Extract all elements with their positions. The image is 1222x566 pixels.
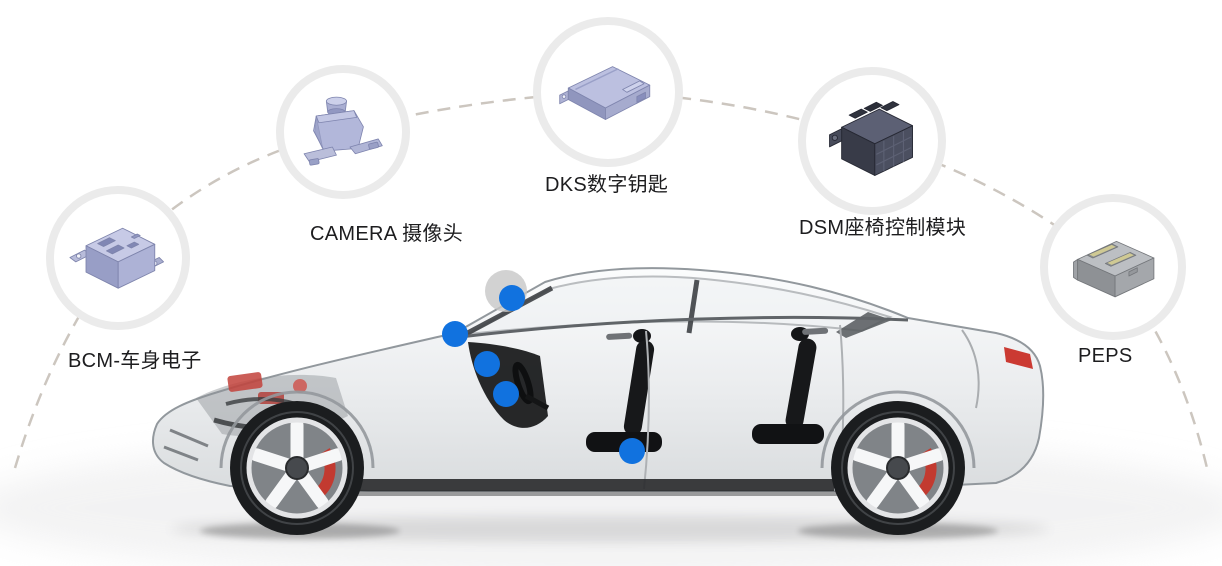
ecu-module-icon	[69, 227, 164, 289]
bcm-module-circle	[46, 186, 190, 330]
peps-label: PEPS	[1078, 345, 1133, 367]
dsm-label: DSM座椅控制模块	[799, 217, 967, 239]
location-dot-dashboard	[474, 351, 500, 377]
door-seam-front	[643, 330, 650, 490]
camera-label: CAMERA 摄像头	[310, 223, 464, 245]
front-wheel-arch	[219, 390, 375, 469]
digital-key-module-icon	[559, 66, 651, 121]
transparent-car	[151, 267, 1045, 535]
peps-module-icon	[1073, 240, 1155, 298]
seat-control-module-icon	[829, 101, 914, 177]
location-dot-roof	[499, 285, 525, 311]
location-dot-seat	[619, 438, 645, 464]
underbody	[338, 491, 868, 496]
peps-module-circle	[1040, 194, 1186, 340]
dks-label: DKS数字钥匙	[545, 174, 669, 196]
tail-light	[1004, 347, 1033, 369]
rear-wheel	[831, 401, 965, 535]
camera-module-circle	[276, 65, 410, 199]
location-dot-steering	[493, 381, 519, 407]
trunk-seam	[961, 329, 980, 409]
b-pillar	[686, 279, 700, 334]
camera-module-icon	[303, 96, 383, 166]
location-markers	[442, 270, 645, 464]
door-handle-front	[606, 332, 633, 340]
door-handle-rear	[802, 327, 829, 335]
rear-wheel-arch	[820, 390, 976, 469]
dsm-module-circle	[798, 67, 946, 215]
front-wheel	[230, 401, 364, 535]
location-dot-a-pillar	[442, 321, 468, 347]
beltline	[459, 315, 909, 339]
a-pillar	[460, 285, 554, 339]
bcm-label: BCM-车身电子	[68, 350, 202, 372]
rocker-sill	[356, 479, 834, 491]
dks-module-circle	[533, 17, 683, 167]
